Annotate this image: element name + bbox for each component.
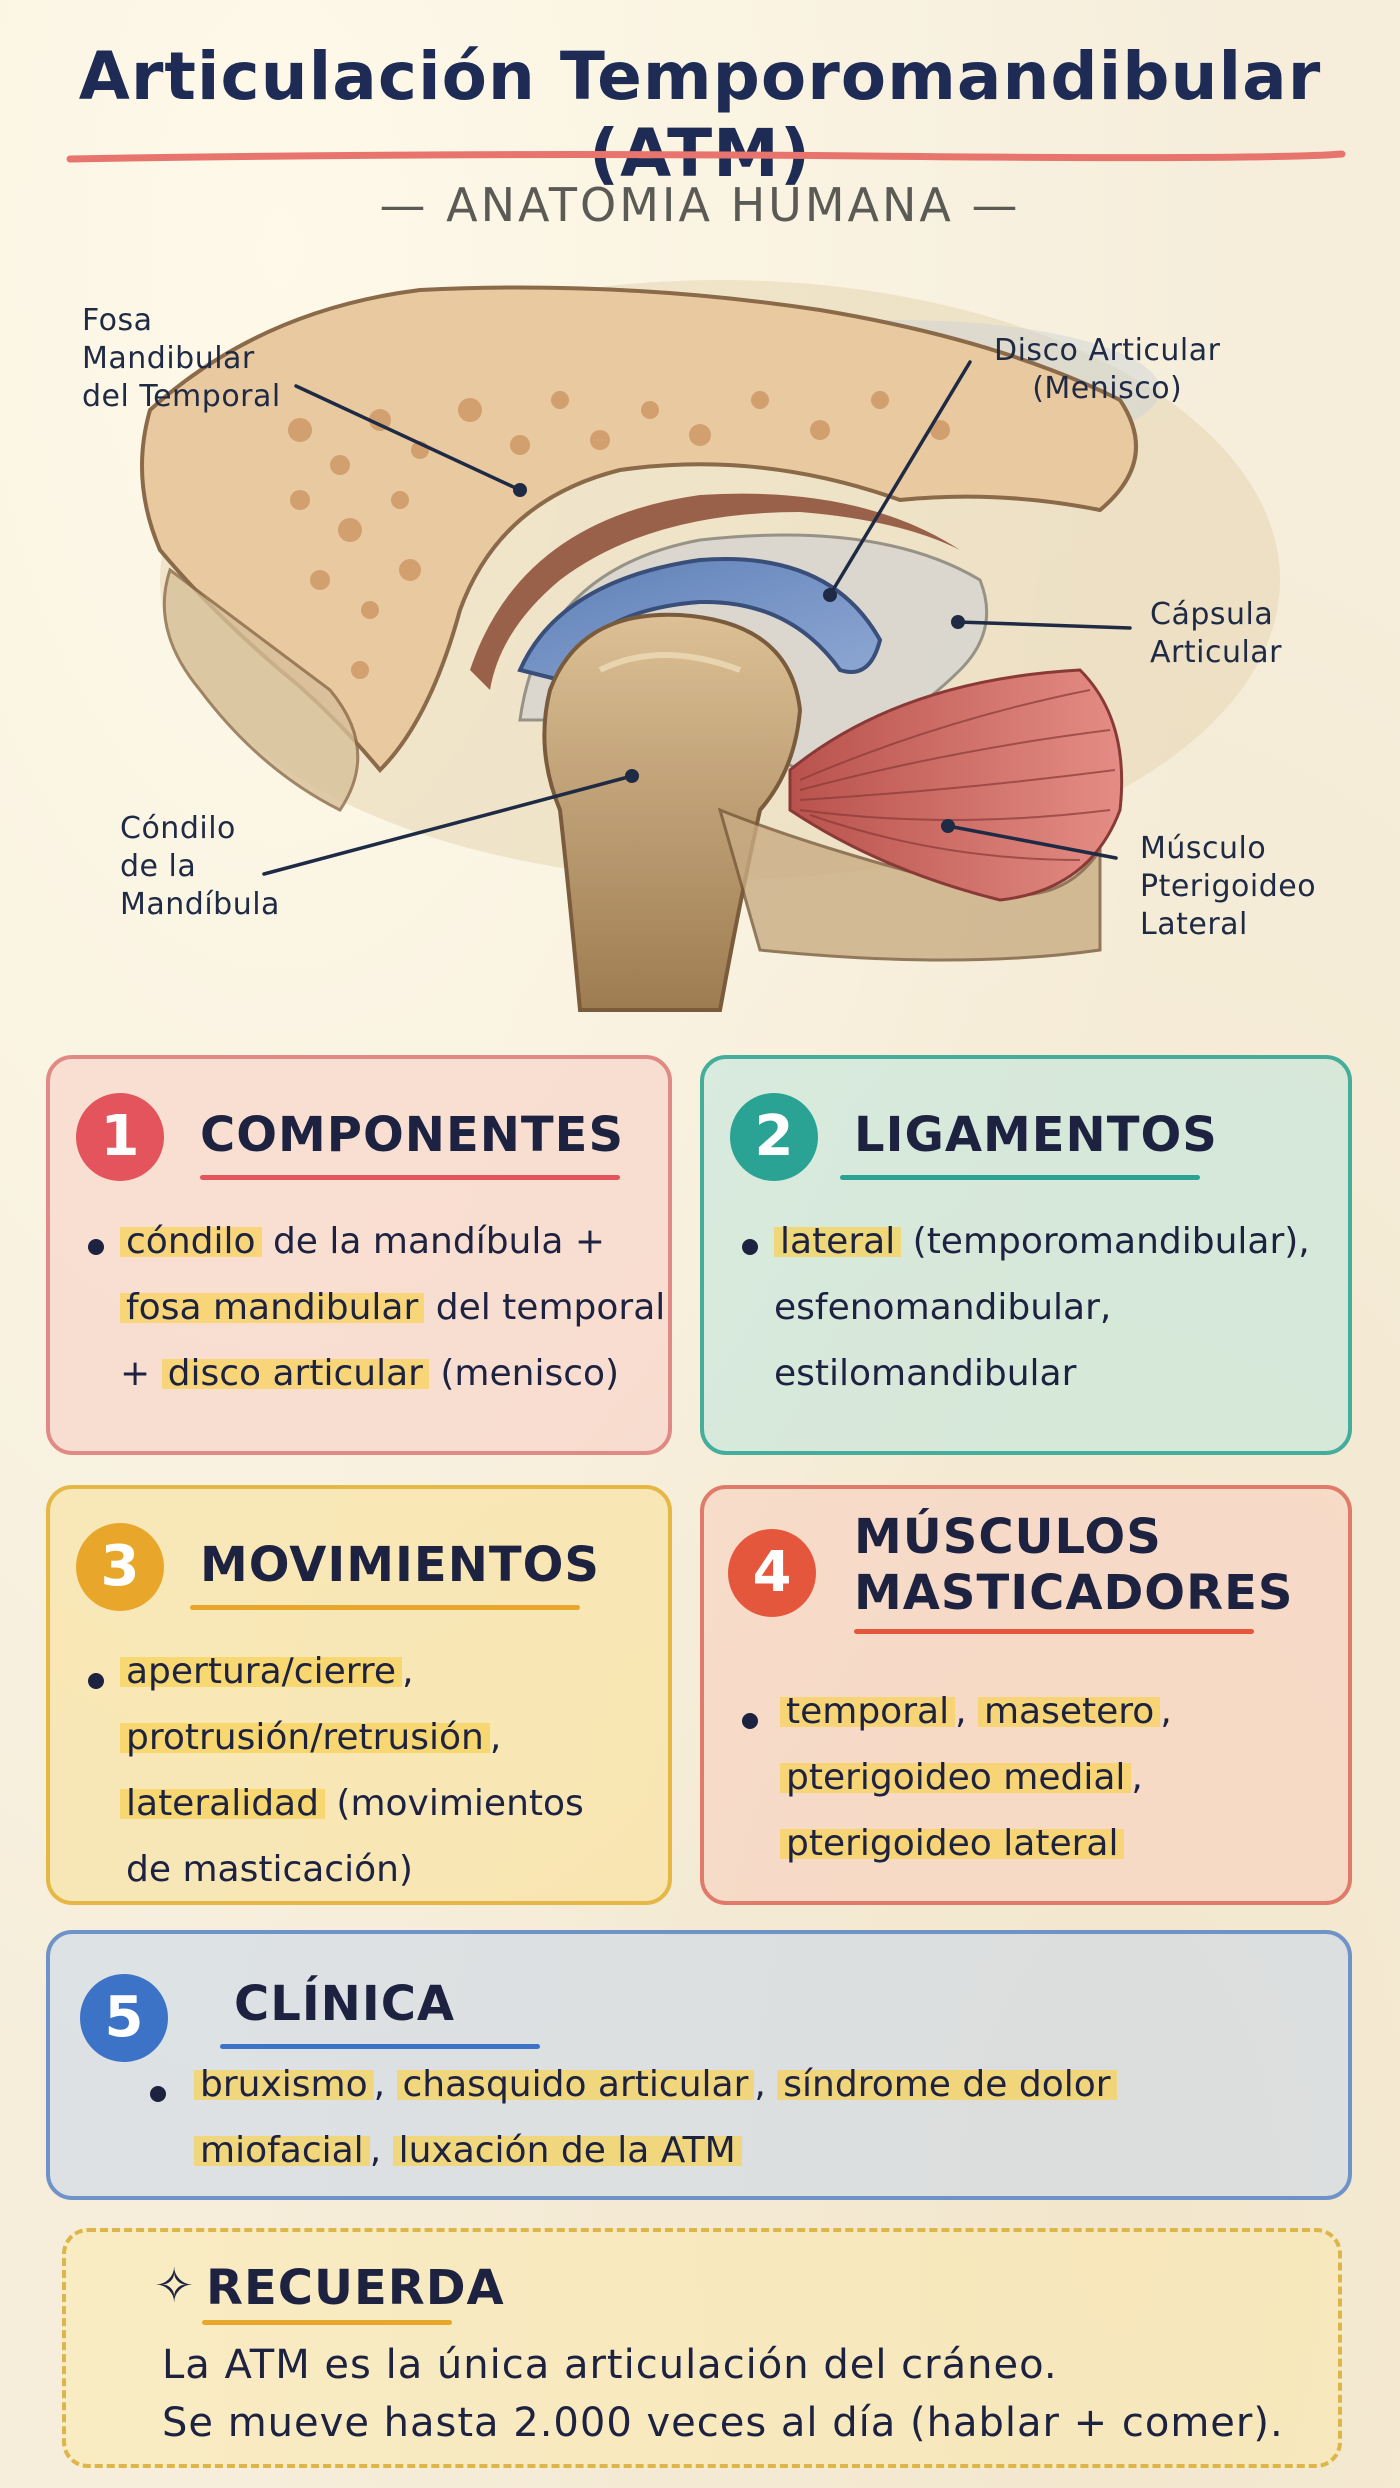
mandibular-condyle xyxy=(542,612,803,1012)
card-title-musculos: MÚSCULOS MASTICADORES xyxy=(854,1509,1294,1621)
number-badge-4: 4 xyxy=(728,1529,816,1617)
label-capsula-articular: Cápsula Articular xyxy=(1150,597,1283,670)
card-musculos-masticadores: 4 MÚSCULOS MASTICADORES temporal, masete… xyxy=(700,1485,1352,1905)
leader-fosa xyxy=(294,384,522,492)
number-badge-2: 2 xyxy=(730,1093,818,1181)
tmj-diagram: Fosa Mandibular del Temporal Disco Artic… xyxy=(0,250,1400,1050)
leader-musculo xyxy=(946,824,1118,860)
card-body-musculos: temporal, masetero, pterigoideo medial, … xyxy=(780,1679,1172,1877)
recuerda-underline xyxy=(202,2320,452,2325)
text-line: protrusión/retrusión, xyxy=(120,1705,584,1771)
label-condilo-mandibula: Cóndilo de la Mandíbula xyxy=(120,811,280,922)
card-movimientos: 3 MOVIMIENTOS apertura/cierre, protrusió… xyxy=(46,1485,672,1905)
bullet-5 xyxy=(150,2086,166,2102)
number-badge-5: 5 xyxy=(80,1974,168,2062)
bullet-2 xyxy=(742,1239,758,1255)
text-line: pterigoideo lateral xyxy=(780,1811,1172,1877)
card-ligamentos: 2 LIGAMENTOS lateral (temporomandibular)… xyxy=(700,1055,1352,1455)
text-line: + disco articular (menisco) xyxy=(120,1353,620,1394)
leader-disco xyxy=(828,360,972,597)
text-line: miofacial, luxación de la ATM xyxy=(194,2118,1117,2184)
number-badge-1: 1 xyxy=(76,1093,164,1181)
card-title-clinica: CLÍNICA xyxy=(234,1976,456,2032)
text-line: cóndilo de la mandíbula + xyxy=(120,1209,665,1275)
label-musculo-pterigoideo: Músculo Pterigoideo Lateral xyxy=(1140,831,1317,942)
card-title-movimientos: MOVIMIENTOS xyxy=(200,1537,600,1593)
card-componentes: 1 COMPONENTES cóndilo de la mandíbula + … xyxy=(46,1055,672,1455)
card-clinica: 5 CLÍNICA bruxismo, chasquido articular,… xyxy=(46,1930,1352,2200)
recuerda-line-1: La ATM es la única articulación del crán… xyxy=(162,2342,1058,2388)
leader-capsula xyxy=(956,620,1132,630)
bullet-1 xyxy=(88,1239,104,1255)
recuerda-title: RECUERDA xyxy=(206,2260,505,2316)
number-badge-3: 3 xyxy=(76,1523,164,1611)
card-body-clinica: bruxismo, chasquido articular, síndrome … xyxy=(194,2052,1117,2184)
fossa-lining xyxy=(470,493,960,690)
recuerda-line-2: Se mueve hasta 2.000 veces al día (habla… xyxy=(162,2400,1284,2446)
text-line: bruxismo, chasquido articular, síndrome … xyxy=(194,2052,1117,2118)
card-body-movimientos: apertura/cierre, protrusión/retrusión, l… xyxy=(120,1639,584,1903)
text-line: de masticación) xyxy=(126,1849,413,1890)
label-fosa-mandibular: Fosa Mandibular del Temporal xyxy=(82,303,281,414)
card-body-componentes: cóndilo de la mandíbula + fosa mandibula… xyxy=(120,1209,665,1407)
text-line: esfenomandibular, xyxy=(774,1287,1112,1328)
title-underline-4 xyxy=(854,1629,1254,1634)
text-line: lateralidad (movimientos xyxy=(120,1771,584,1837)
leader-condilo xyxy=(262,774,634,876)
page-subtitle: — ANATOMIA HUMANA — xyxy=(379,178,1021,232)
text-line: estilomandibular xyxy=(774,1353,1077,1394)
sparkle-icon: ✧ xyxy=(154,2258,195,2314)
title-underline-2 xyxy=(840,1175,1200,1180)
text-line: lateral (temporomandibular), xyxy=(774,1209,1310,1275)
tmj-illustration xyxy=(140,280,1280,1012)
card-title-componentes: COMPONENTES xyxy=(200,1107,625,1163)
recuerda-box: ✧ RECUERDA La ATM es la única articulaci… xyxy=(62,2228,1342,2468)
title-underline-3 xyxy=(190,1605,580,1610)
label-disco-articular: Disco Articular (Menisco) xyxy=(994,333,1221,406)
text-line: apertura/cierre, xyxy=(120,1639,584,1705)
card-title-ligamentos: LIGAMENTOS xyxy=(854,1107,1218,1163)
text-line: pterigoideo medial, xyxy=(780,1745,1172,1811)
card-body-ligamentos: lateral (temporomandibular), esfenomandi… xyxy=(774,1209,1310,1407)
page-title: Articulación Temporomandibular (ATM) xyxy=(78,38,1322,192)
title-underline-1 xyxy=(200,1175,620,1180)
bullet-4 xyxy=(742,1713,758,1729)
text-line: temporal, masetero, xyxy=(780,1679,1172,1745)
title-underline xyxy=(66,150,1346,163)
articular-disc xyxy=(517,557,883,683)
text-line: fosa mandibular del temporal xyxy=(120,1275,665,1341)
title-underline-5 xyxy=(220,2044,540,2049)
bullet-3 xyxy=(88,1673,104,1689)
